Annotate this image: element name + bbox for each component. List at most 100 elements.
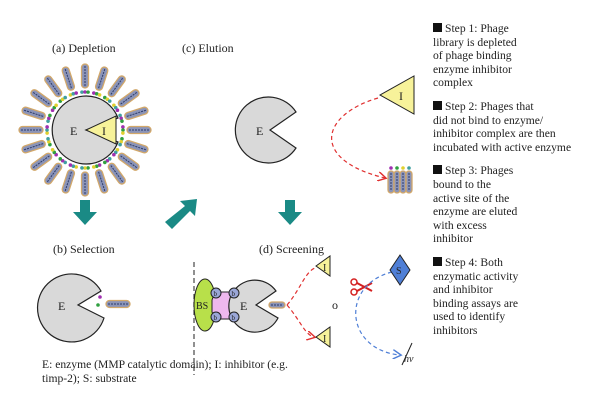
biotin-circle [228, 287, 240, 299]
arrow-down-a-to-b [73, 200, 97, 225]
phage [30, 152, 53, 171]
step-line: did not bind to enzyme/ [433, 113, 544, 127]
enzyme-pacman [228, 279, 279, 333]
enzyme-label: E [256, 124, 263, 138]
bound-phage [268, 301, 286, 309]
peptide-dot [63, 160, 67, 165]
phage [405, 170, 413, 194]
peptide-dot [118, 142, 122, 147]
bullet-square-icon [433, 165, 442, 175]
phage [124, 139, 149, 154]
phage [105, 299, 131, 309]
peptide-dot [115, 108, 120, 112]
phage [30, 89, 53, 108]
peptide-dot [63, 95, 67, 100]
peptide-dot [395, 166, 399, 170]
peptide-dot [58, 157, 63, 161]
peptide-dot [45, 128, 49, 132]
phage [117, 89, 140, 108]
phage-ring [18, 63, 152, 197]
peptide-dot [46, 119, 50, 123]
peptide-dot [68, 163, 73, 167]
arrow-down-c-to-d [278, 200, 302, 225]
step-3: Step 3: Phages bound to the active site … [433, 164, 600, 246]
inhibitor-triangle-top [315, 255, 331, 277]
step-line: Step 4: Both [445, 255, 503, 269]
peptide-dot [119, 116, 123, 121]
step-line: complex [433, 76, 473, 90]
biotin-circle [228, 311, 240, 323]
peptide-dot [120, 119, 124, 123]
peptide-dot [120, 137, 124, 141]
phage [94, 66, 109, 91]
peptide-dot [45, 131, 49, 135]
panel-c-title: (c) Elution [182, 41, 234, 55]
or-label: o [332, 298, 338, 312]
steps-legend: Step 1: Phage library is depleted of pha… [433, 22, 600, 347]
phage [126, 125, 152, 135]
enzyme-pacman [234, 96, 297, 164]
peptide-dot [83, 90, 87, 94]
peptide-dot [47, 116, 51, 121]
peptide-dot [121, 125, 125, 129]
biotin-circle [210, 311, 222, 323]
phage [117, 152, 140, 171]
peptide-dot [54, 103, 58, 108]
panel-b-title: (b) Selection [53, 242, 115, 256]
inhibitor-triangle [378, 75, 415, 115]
bullet-square-icon [433, 23, 442, 32]
phage [94, 169, 109, 194]
peptide-dot [98, 295, 102, 299]
step-line: active site of the [433, 191, 510, 205]
peptide-dot [92, 165, 96, 169]
inhibitor-label: I [102, 124, 106, 138]
peptide-dot [45, 125, 49, 129]
substrate-label: S [396, 266, 402, 277]
peptide-dot [46, 137, 50, 141]
step-line: incubated with active enzyme [433, 140, 572, 154]
phage [268, 301, 286, 309]
step-line: binding assays are [433, 296, 519, 310]
peptide-dot [118, 113, 122, 118]
substrate-diamond [389, 254, 411, 286]
inhibitor-label: I [323, 334, 326, 345]
inhibitor-path-up [286, 267, 316, 306]
step-line: Step 1: Phage [445, 22, 509, 35]
phage [21, 139, 46, 154]
biotin-label: b [214, 314, 218, 322]
step-line: with excess [433, 218, 487, 232]
peptide-dot [74, 165, 78, 169]
peptide-dot [113, 105, 118, 110]
peptide-dot [50, 148, 55, 152]
peptide-dot [94, 92, 99, 96]
caption-line: timp-2); S: substrate [42, 372, 137, 385]
peptide-dot [48, 113, 52, 118]
step-line: of phage binding [433, 49, 512, 63]
panel-a-title: (a) Depletion [52, 41, 116, 55]
step-line: enzyme inhibitor [433, 62, 512, 76]
peptide-dot [83, 166, 87, 170]
flow-arrows [73, 199, 302, 229]
step-line: enzymatic activity [433, 269, 519, 283]
light-label: hν [404, 354, 414, 365]
step-line: Step 2: Phages that [445, 99, 534, 113]
enzyme-label: E [58, 299, 65, 313]
caption-line: E: enzyme (MMP catalytic domain); I: inh… [42, 358, 288, 371]
peptide-dot [107, 99, 112, 103]
peptide-dot [68, 93, 73, 97]
bullet-square-icon [433, 256, 442, 266]
peptide-dot [80, 166, 84, 170]
peptide-dot [86, 90, 90, 94]
binding-site-label: BS [196, 301, 208, 312]
phage [393, 170, 401, 194]
step-line: library is depleted [433, 35, 517, 49]
step-2: Step 2: Phages that did not bind to enzy… [433, 100, 600, 154]
step-4: Step 4: Both enzymatic activity and inhi… [433, 256, 600, 338]
step-line: bound to the [433, 177, 491, 191]
phage [18, 125, 44, 135]
biotin-label: b [214, 290, 218, 298]
peptide-dot [92, 91, 96, 95]
step-line: inhibitor [433, 232, 473, 246]
peptide-dot [86, 166, 90, 170]
